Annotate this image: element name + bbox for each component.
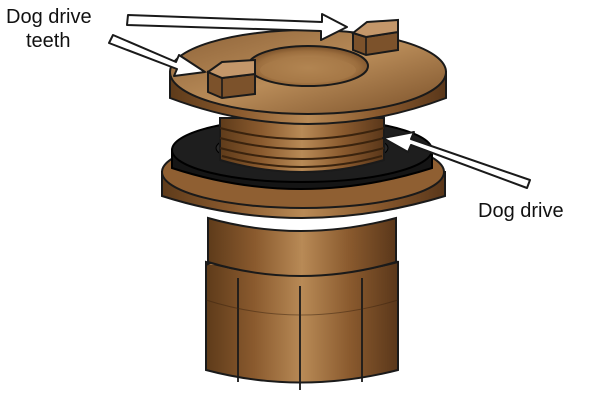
arrow-to-left-tooth-icon <box>108 34 206 77</box>
threaded-body <box>219 117 385 173</box>
label-dog-drive-teeth-line1: Dog drive <box>6 6 92 28</box>
dog-drive-tooth-right <box>350 18 399 57</box>
arrow-to-dog-drive-icon <box>382 131 531 189</box>
connector-neck <box>207 216 397 277</box>
dog-drive-tooth-left <box>205 58 256 100</box>
label-dog-drive: Dog drive <box>478 200 564 222</box>
arrow-to-right-tooth-icon <box>126 13 348 41</box>
label-dog-drive-teeth-line2: teeth <box>26 30 71 52</box>
